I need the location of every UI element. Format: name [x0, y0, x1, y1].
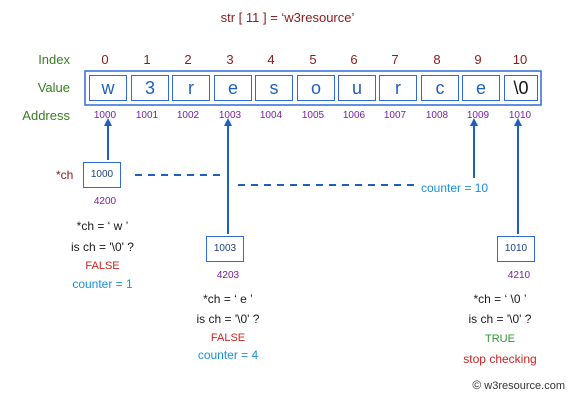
array-frame [84, 70, 542, 106]
pointer-address-3: 4210 [507, 270, 531, 281]
check-result-2: FALSE [210, 332, 246, 344]
copyright-icon: © [472, 378, 482, 392]
pointer-value-line-3: *ch = ‘ \0 ’ [473, 292, 527, 306]
value-cell: r [172, 75, 210, 101]
value-cell: s [255, 75, 293, 101]
pointer-value-line-2: *ch = ‘ e ’ [203, 292, 253, 306]
index-cell: 4 [267, 52, 275, 67]
index-cell: 6 [350, 52, 358, 67]
value-cell-terminator: \0 [504, 75, 538, 101]
value-row-label: Value [37, 80, 70, 95]
index-cell: 5 [309, 52, 317, 67]
diagram-title: str [ 11 ] = ‘w3resource’ [220, 10, 355, 25]
index-cell: 1 [143, 52, 151, 67]
stop-checking-label: stop checking [463, 352, 537, 366]
value-cell: w [89, 75, 127, 101]
value-cell: e [462, 75, 500, 101]
pointer-address-2: 4203 [216, 270, 240, 281]
value-cell: o [297, 75, 335, 101]
value-cell: u [338, 75, 376, 101]
pointer-name-label: *ch [56, 168, 74, 182]
value-cell: 3 [131, 75, 169, 101]
address-cell: 1004 [259, 110, 283, 121]
value-cell: e [214, 75, 252, 101]
pointer-box-3: 1010 [497, 236, 535, 262]
index-cell: 7 [391, 52, 399, 67]
address-cell: 1003 [218, 110, 242, 121]
index-cell: 0 [101, 52, 109, 67]
index-cell: 8 [433, 52, 441, 67]
value-cell: r [379, 75, 417, 101]
counter-line-mid: counter = 10 [421, 181, 489, 195]
address-cell: 1010 [508, 110, 532, 121]
check-result-3: TRUE [485, 333, 515, 345]
address-cell: 1007 [383, 110, 407, 121]
index-cell: 10 [512, 52, 528, 67]
pointer-box-2: 1003 [206, 236, 244, 262]
pointer-box-1: 1000 [83, 162, 121, 188]
pointer-address-1: 4200 [93, 196, 117, 207]
address-cell: 1009 [466, 110, 490, 121]
address-cell: 1002 [176, 110, 200, 121]
address-cell: 1000 [93, 110, 117, 121]
null-check-line-1: is ch = '\0' ? [71, 240, 134, 254]
address-cell: 1006 [342, 110, 366, 121]
index-cell: 9 [474, 52, 482, 67]
null-check-line-2: is ch = '\0' ? [196, 312, 260, 326]
counter-line-2: counter = 4 [197, 348, 259, 362]
address-cell: 1001 [135, 110, 159, 121]
check-result-1: FALSE [85, 260, 120, 272]
index-cell: 3 [226, 52, 234, 67]
value-cell: c [421, 75, 459, 101]
address-cell: 1008 [425, 110, 449, 121]
null-check-line-3: is ch = '\0' ? [468, 312, 532, 326]
index-cell: 2 [184, 52, 192, 67]
index-row-label: Index [38, 52, 70, 67]
watermark: © w3resource.com [472, 378, 565, 392]
watermark-text: w3resource.com [484, 380, 565, 392]
address-cell: 1005 [301, 110, 325, 121]
address-row-label: Address [22, 108, 70, 123]
pointer-value-line-1: *ch = ‘ w ’ [76, 219, 129, 233]
counter-line-1: counter = 1 [72, 277, 133, 291]
